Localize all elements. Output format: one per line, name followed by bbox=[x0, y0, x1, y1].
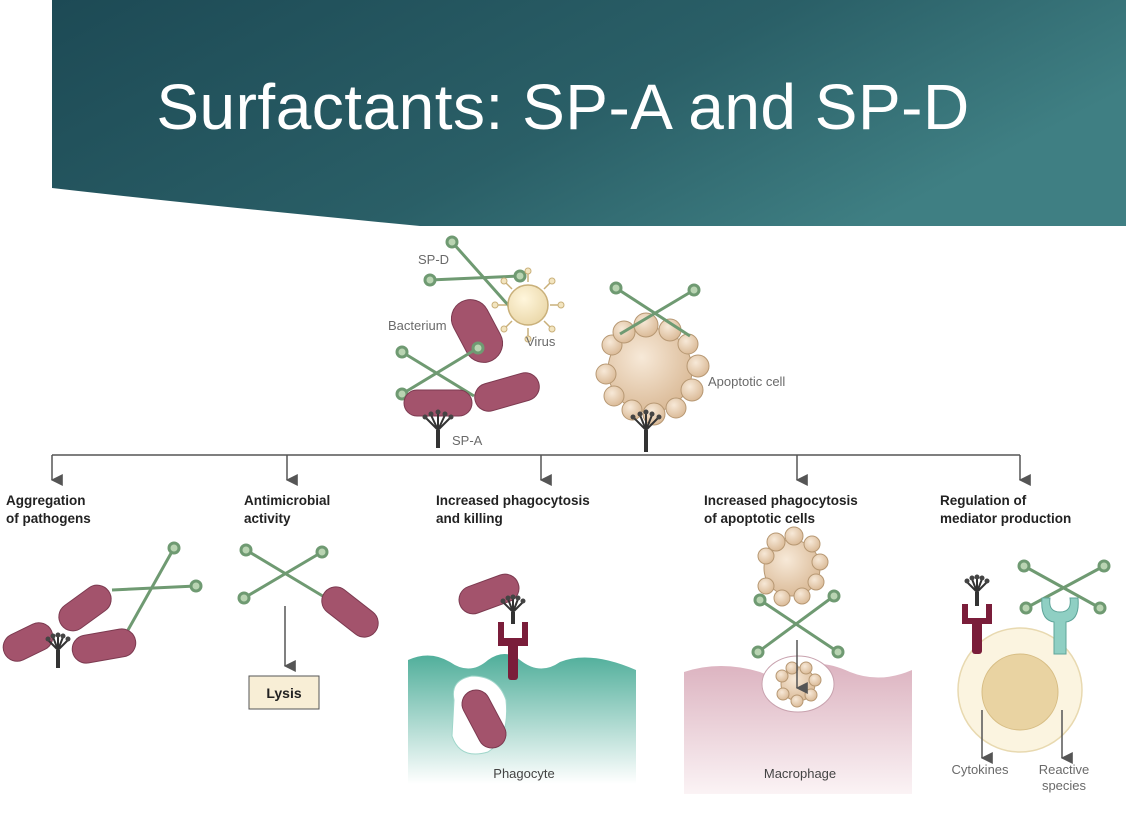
panel-phagocytosis: Phagocyte bbox=[408, 570, 636, 784]
label-reactive: Reactive bbox=[1039, 762, 1090, 777]
function-2-line2: activity bbox=[244, 511, 291, 526]
label-species: species bbox=[1042, 778, 1087, 793]
function-4-line1: Increased phagocytosis bbox=[704, 493, 858, 508]
label-virus: Virus bbox=[526, 334, 556, 349]
function-3-line2: and killing bbox=[436, 511, 503, 526]
label-apoptotic-cell: Apoptotic cell bbox=[708, 374, 785, 389]
panel-aggregation bbox=[0, 543, 201, 668]
function-4-line2: of apoptotic cells bbox=[704, 511, 815, 526]
phagocyte-cell bbox=[408, 654, 636, 784]
label-macrophage: Macrophage bbox=[764, 766, 836, 781]
label-lysis: Lysis bbox=[266, 685, 301, 701]
function-1-line1: Aggregation bbox=[6, 493, 86, 508]
function-1-line2: of pathogens bbox=[6, 511, 91, 526]
top-illustration: SP-D Bacterium Virus Apoptotic cell SP-A bbox=[388, 237, 785, 452]
apoptotic-cell bbox=[596, 313, 709, 425]
panel-antimicrobial: Lysis bbox=[239, 545, 384, 709]
function-2-line1: Antimicrobial bbox=[244, 493, 330, 508]
label-sp-a: SP-A bbox=[452, 433, 483, 448]
function-5-line2: mediator production bbox=[940, 511, 1071, 526]
label-phagocyte: Phagocyte bbox=[493, 766, 554, 781]
virus bbox=[492, 268, 564, 342]
function-headers: Aggregation of pathogens Antimicrobial a… bbox=[6, 493, 1071, 526]
branch-lines bbox=[52, 455, 1020, 480]
panel-regulation: Cytokines Reactive species bbox=[951, 561, 1109, 793]
function-3-line1: Increased phagocytosis bbox=[436, 493, 590, 508]
panel-apoptotic-phagocytosis: Macrophage bbox=[684, 527, 912, 794]
label-cytokines: Cytokines bbox=[951, 762, 1009, 777]
label-bacterium: Bacterium bbox=[388, 318, 447, 333]
function-5-line1: Regulation of bbox=[940, 493, 1027, 508]
label-sp-d: SP-D bbox=[418, 252, 449, 267]
